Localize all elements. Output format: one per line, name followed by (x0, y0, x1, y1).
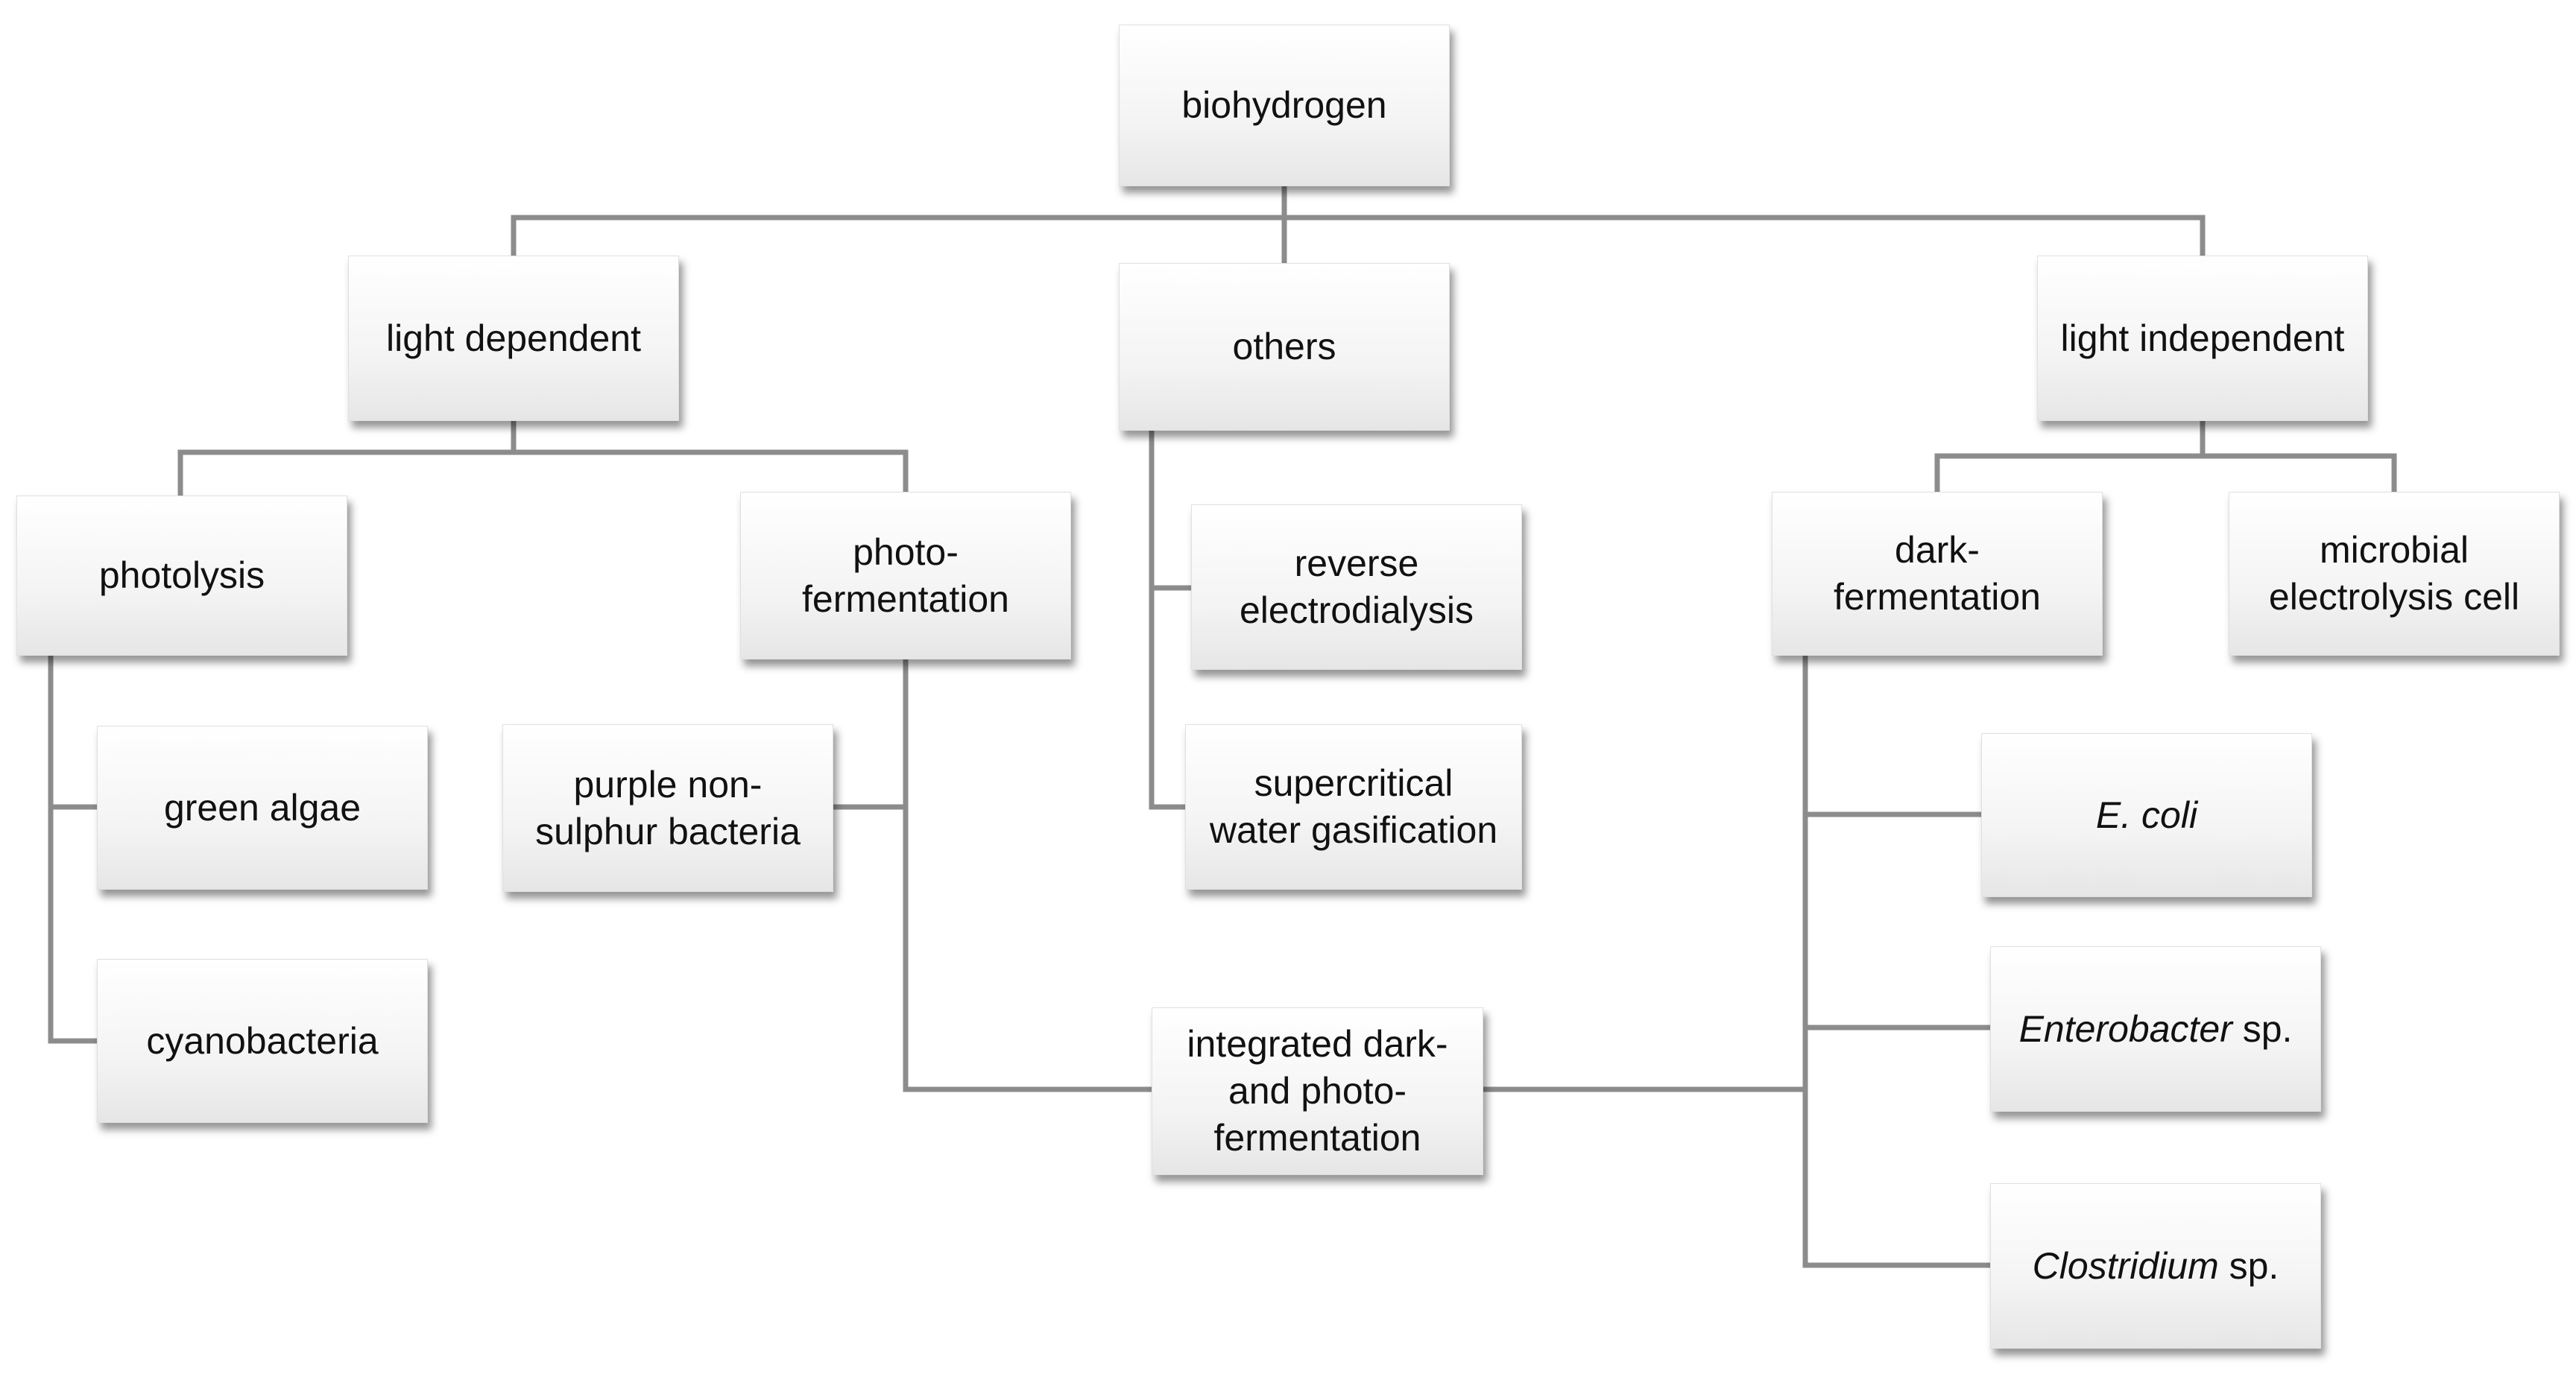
node-label: photo- fermentation (802, 531, 1009, 620)
node-integrated-dark-and-photo-fermentation: integrated dark- and photo- fermentation (1152, 1007, 1483, 1175)
node-label: Clostridium sp. (2033, 1243, 2279, 1290)
node-label: dark- fermentation (1834, 529, 2041, 618)
node-biohydrogen: biohydrogen (1119, 25, 1450, 186)
node-label: green algae (163, 786, 362, 829)
node-label: microbial electrolysis cell (2268, 529, 2520, 618)
node-dark-fermentation: dark- fermentation (1772, 492, 2103, 656)
node-label: integrated dark- and photo- fermentation (1187, 1023, 1448, 1159)
node-cyanobacteria: cyanobacteria (97, 959, 428, 1123)
node-label: photolysis (98, 554, 265, 596)
node-label: light dependent (386, 317, 641, 359)
node-label: cyanobacteria (146, 1019, 379, 1062)
node-label: reverse electrodialysis (1239, 542, 1474, 631)
node-others: others (1119, 263, 1450, 431)
node-photo-fermentation: photo- fermentation (740, 492, 1071, 659)
node-light-independent: light independent (2037, 256, 2368, 421)
node-label: purple non- sulphur bacteria (535, 763, 801, 852)
node-label: biohydrogen (1181, 84, 1387, 126)
node-light-dependent: light dependent (348, 256, 679, 421)
node-reverse-electrodialysis: reverse electrodialysis (1191, 504, 1522, 670)
node-supercritical-water-gasification: supercritical water gasification (1185, 724, 1522, 890)
node-label: Enterobacter sp. (2019, 1006, 2293, 1053)
node-label: light independent (2060, 317, 2345, 359)
node-microbial-electrolysis-cell: microbial electrolysis cell (2229, 492, 2560, 656)
node-photolysis: photolysis (16, 496, 347, 656)
node-clostridium: Clostridium sp. (1990, 1183, 2321, 1349)
node-enterobacter: Enterobacter sp. (1990, 946, 2321, 1112)
node-label: E. coli (2095, 794, 2198, 836)
node-green-algae: green algae (97, 726, 428, 890)
species-suffix: sp. (2218, 1244, 2279, 1287)
node-label: supercritical water gasification (1209, 762, 1498, 851)
genus-name: Enterobacter (2018, 1007, 2232, 1050)
species-suffix: sp. (2232, 1007, 2293, 1050)
node-e-coli: E. coli (1981, 733, 2312, 897)
node-purple-non-sulphur-bacteria: purple non- sulphur bacteria (502, 724, 833, 892)
genus-name: Clostridium (2032, 1244, 2219, 1287)
node-label: others (1232, 326, 1336, 367)
